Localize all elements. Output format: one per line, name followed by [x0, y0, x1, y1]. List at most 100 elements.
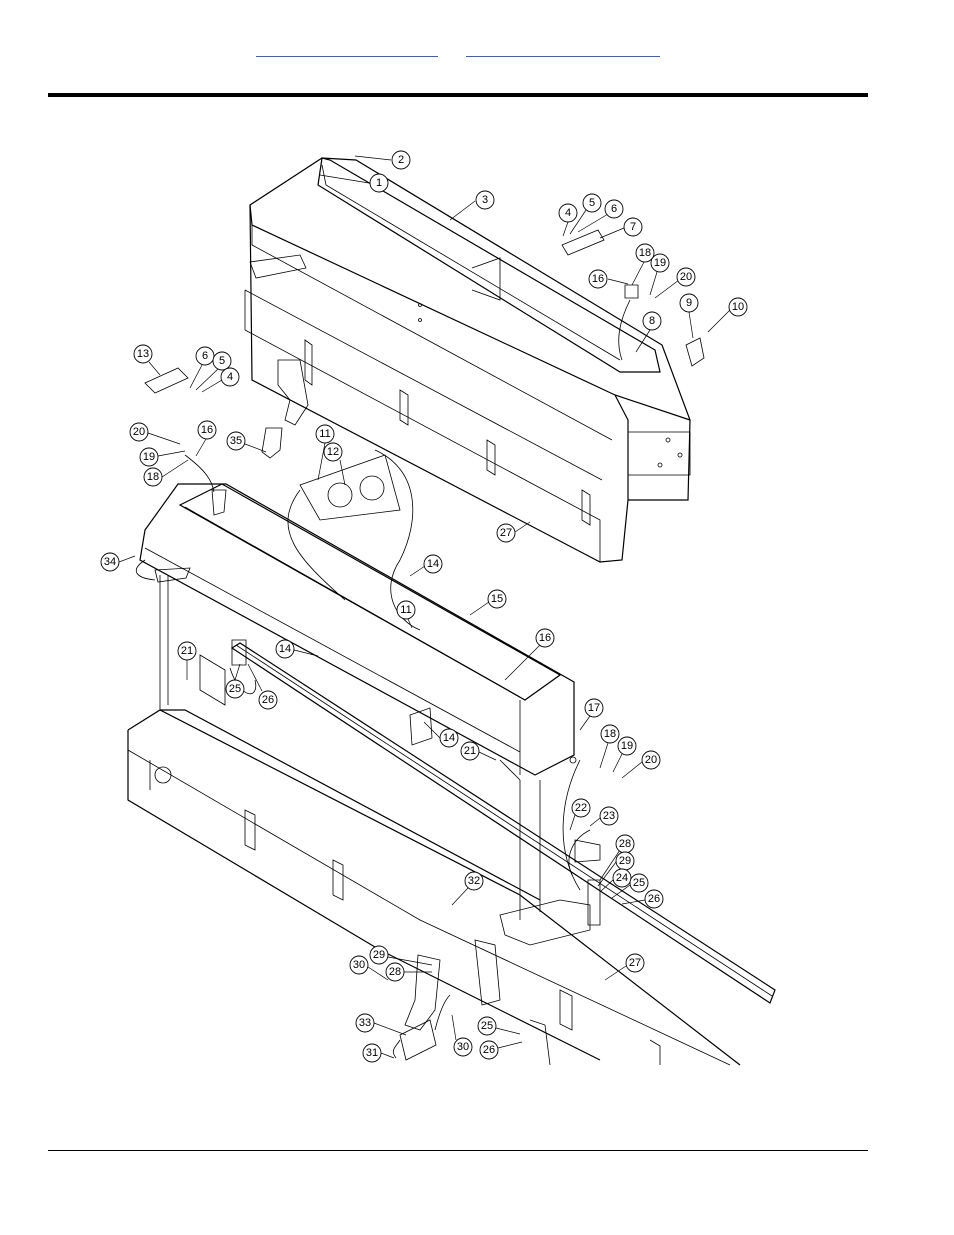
callout-label: 33 — [359, 1017, 371, 1029]
callout-bubble — [464, 871, 484, 891]
callout-bubble — [220, 367, 240, 387]
callout-bubble — [453, 1037, 473, 1057]
callout-label: 19 — [654, 257, 666, 269]
callout-bubble — [477, 1016, 497, 1036]
callout-label: 20 — [680, 271, 692, 283]
callout-bubble — [258, 690, 278, 710]
callout-label: 9 — [686, 297, 692, 309]
callout-label: 26 — [483, 1044, 495, 1056]
callout-bubble — [275, 639, 295, 659]
callout-bubble — [385, 962, 405, 982]
callout-label: 28 — [619, 838, 631, 850]
callout-label: 29 — [619, 855, 631, 867]
callout-label: 28 — [389, 966, 401, 978]
callout-label: 25 — [229, 683, 241, 695]
callout-bubble — [617, 736, 637, 756]
callout-bubble — [225, 679, 245, 699]
callout-label: 25 — [633, 877, 645, 889]
callout-label: 18 — [604, 728, 616, 740]
callout-label: 4 — [227, 371, 233, 383]
callout-label: 6 — [611, 203, 617, 215]
callout-label: 10 — [732, 301, 744, 313]
callout-label: 21 — [181, 645, 193, 657]
callout-bubble — [584, 698, 604, 718]
callout-label: 4 — [565, 207, 571, 219]
callout-bubble — [623, 217, 643, 237]
callout-label: 18 — [147, 471, 159, 483]
callout-label: 19 — [621, 740, 633, 752]
callout-bubble — [133, 344, 153, 364]
callout-label: 7 — [630, 221, 636, 233]
callout-label: 13 — [137, 348, 149, 360]
callout-bubble — [582, 193, 602, 213]
callout-label: 35 — [230, 435, 242, 447]
callout-label: 21 — [464, 745, 476, 757]
callout-label: 24 — [616, 872, 628, 884]
header-link-left[interactable] — [256, 42, 438, 57]
upper-left-brackets — [145, 230, 704, 520]
callout-bubble — [571, 798, 591, 818]
upper-seed-box — [245, 158, 690, 562]
bottom-rule — [48, 1150, 868, 1151]
callout-bubble — [629, 873, 649, 893]
callout-bubble — [558, 203, 578, 223]
callout-bubble — [635, 243, 655, 263]
callout-bubble — [177, 641, 197, 661]
callout-bubble — [197, 420, 217, 440]
callout-label: 18 — [639, 247, 651, 259]
callout-bubble — [642, 311, 662, 331]
header-link-right[interactable] — [466, 42, 660, 57]
callout-label: 22 — [575, 802, 587, 814]
callout-label: 11 — [400, 604, 411, 616]
callout-label: 3 — [482, 194, 488, 206]
hose-leaders — [136, 300, 630, 1058]
callout-bubble — [396, 600, 416, 620]
callout-label: 20 — [133, 426, 145, 438]
callout-label: 27 — [500, 527, 512, 539]
callout-bubble — [599, 806, 619, 826]
callout-label: 12 — [327, 446, 339, 458]
callout-label: 14 — [279, 643, 291, 655]
callout-bubble — [129, 422, 149, 442]
callout-label: 30 — [457, 1041, 469, 1053]
callout-bubble — [650, 253, 670, 273]
callout-bubble — [641, 750, 661, 770]
callout-bubble — [496, 523, 516, 543]
callout-label: 26 — [262, 694, 274, 706]
callout-bubble — [588, 269, 608, 289]
callout-label: 16 — [201, 424, 213, 436]
callout-bubble — [212, 351, 232, 371]
long-shaft — [232, 640, 775, 1003]
callout-label: 16 — [539, 632, 551, 644]
callout-label: 26 — [648, 893, 660, 905]
callout-bubble — [226, 431, 246, 451]
callout-bubble — [679, 293, 699, 313]
callout-label: 31 — [366, 1047, 378, 1059]
callout-label: 20 — [645, 754, 657, 766]
callout-label: 30 — [353, 959, 365, 971]
callout-label: 1 — [376, 177, 382, 189]
frame — [128, 575, 740, 1065]
callout-label: 23 — [603, 810, 615, 822]
top-rule — [48, 93, 868, 97]
callout-bubble — [355, 1013, 375, 1033]
callout-label: 25 — [481, 1020, 493, 1032]
callout-label: 11 — [319, 428, 330, 440]
callout-bubble — [423, 554, 443, 574]
callout-bubble — [349, 955, 369, 975]
callout-label: 15 — [491, 593, 503, 605]
callout-bubble — [362, 1043, 382, 1063]
callouts: 1 2 3 4 5 6 7 18 16 19 20 9 10 8 13 6 5 — [100, 150, 748, 1063]
callout-label: 5 — [589, 197, 595, 209]
callout-bubble — [369, 173, 389, 193]
callout-bubble — [535, 628, 555, 648]
callout-bubble — [460, 741, 480, 761]
callout-label: 19 — [143, 451, 155, 463]
callout-bubble — [139, 447, 159, 467]
callout-bubble — [487, 589, 507, 609]
callout-bubble — [625, 953, 645, 973]
callout-label: 34 — [104, 556, 116, 568]
callout-bubble — [323, 442, 343, 462]
lower-seed-box — [140, 484, 576, 775]
